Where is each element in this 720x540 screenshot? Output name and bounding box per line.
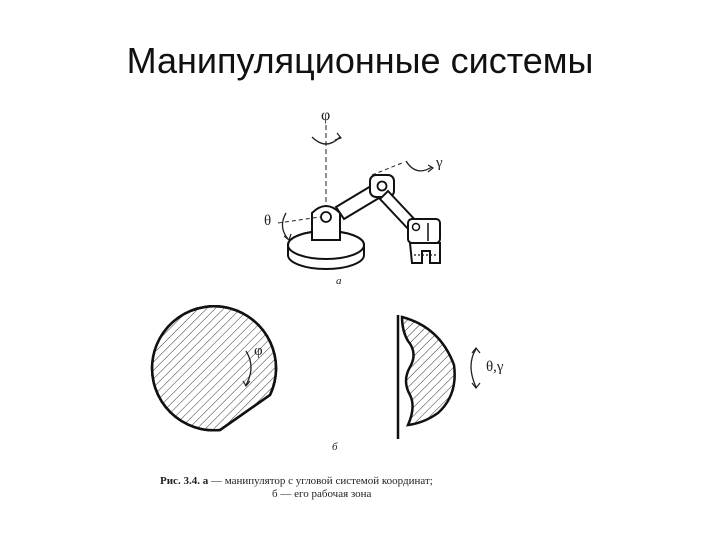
theta-rotation-arrow	[281, 212, 289, 240]
label-phi-top: φ	[321, 107, 331, 124]
slide-title: Манипуляционные системы	[126, 40, 594, 81]
gripper	[408, 242, 441, 264]
figure-manipulator: φ γ θ а φ θ,γ б Рис. 3.4. а — манипулято…	[140, 95, 580, 515]
shoulder-joint	[311, 205, 341, 241]
label-gamma: γ	[436, 155, 443, 171]
label-sub-b: б	[332, 441, 338, 453]
vertical-work-zone	[396, 315, 456, 439]
label-theta: θ	[264, 213, 272, 229]
label-sub-a: а	[336, 275, 342, 287]
theta-axis	[277, 216, 321, 224]
caption-line1: — манипулятор с угловой системой координ…	[208, 475, 433, 487]
figure-caption: Рис. 3.4. а — манипулятор с угловой сист…	[160, 475, 580, 501]
figure-drawing	[150, 125, 481, 439]
phi-zone-arrow	[245, 350, 252, 386]
gamma-axis	[371, 162, 403, 176]
label-phi-zone: φ	[254, 343, 263, 359]
caption-line2: б — его рабочая зона	[272, 488, 372, 500]
gamma-rotation-arrow	[405, 160, 433, 172]
theta-gamma-arrow	[470, 348, 477, 388]
label-theta-gamma: θ,γ	[486, 359, 504, 375]
wrist-joint	[407, 218, 441, 244]
manipulator-base	[287, 230, 365, 270]
caption-prefix: Рис. 3.4. а	[160, 475, 209, 487]
